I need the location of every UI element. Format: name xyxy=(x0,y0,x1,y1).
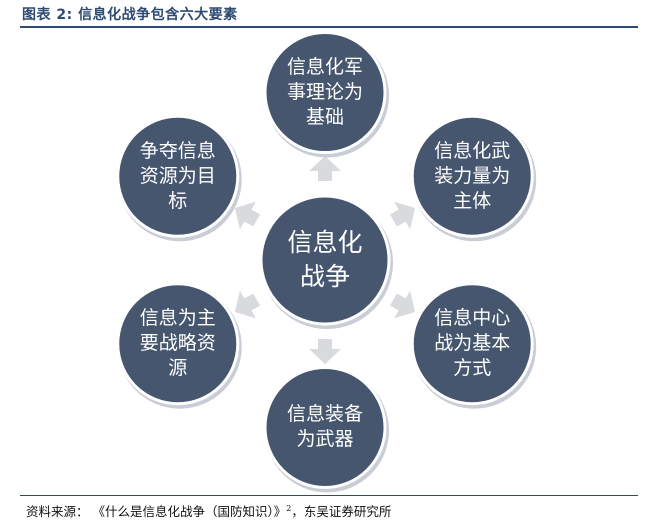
source-tail: ，东吴证券研究所 xyxy=(291,504,392,519)
figure-title: 图表 2: 信息化战争包含六大要素 xyxy=(22,7,238,23)
arrow-to-top-right xyxy=(389,201,416,230)
node-bottom-right xyxy=(410,282,534,406)
source-note: 资料来源： 《什么是信息化战争（国防知识）》2，东吴证券研究所 xyxy=(26,501,391,520)
arrow-to-top-left xyxy=(234,201,261,230)
node-bottom-left xyxy=(116,282,240,406)
arrow-shape xyxy=(309,156,341,181)
source-rule xyxy=(20,495,638,496)
arrow-to-bottom-right xyxy=(389,290,416,319)
node-top-right xyxy=(410,114,534,238)
source-footnote: 2 xyxy=(286,503,292,513)
arrow-shape xyxy=(234,201,261,230)
center-node xyxy=(259,194,391,326)
source-text: 资料来源： 《什么是信息化战争（国防知识）》 xyxy=(26,504,287,519)
arrow-shape xyxy=(309,339,341,364)
arrow-shape xyxy=(389,201,416,230)
node-bottom xyxy=(263,365,387,489)
arrow-to-top xyxy=(309,156,341,181)
arrow-shape xyxy=(234,290,261,319)
arrow-to-bottom-left xyxy=(234,290,261,319)
node-top xyxy=(263,31,387,155)
title-rule xyxy=(20,26,638,28)
arrow-to-bottom xyxy=(309,339,341,364)
arrow-shape xyxy=(389,290,416,319)
node-top-left xyxy=(116,114,240,238)
